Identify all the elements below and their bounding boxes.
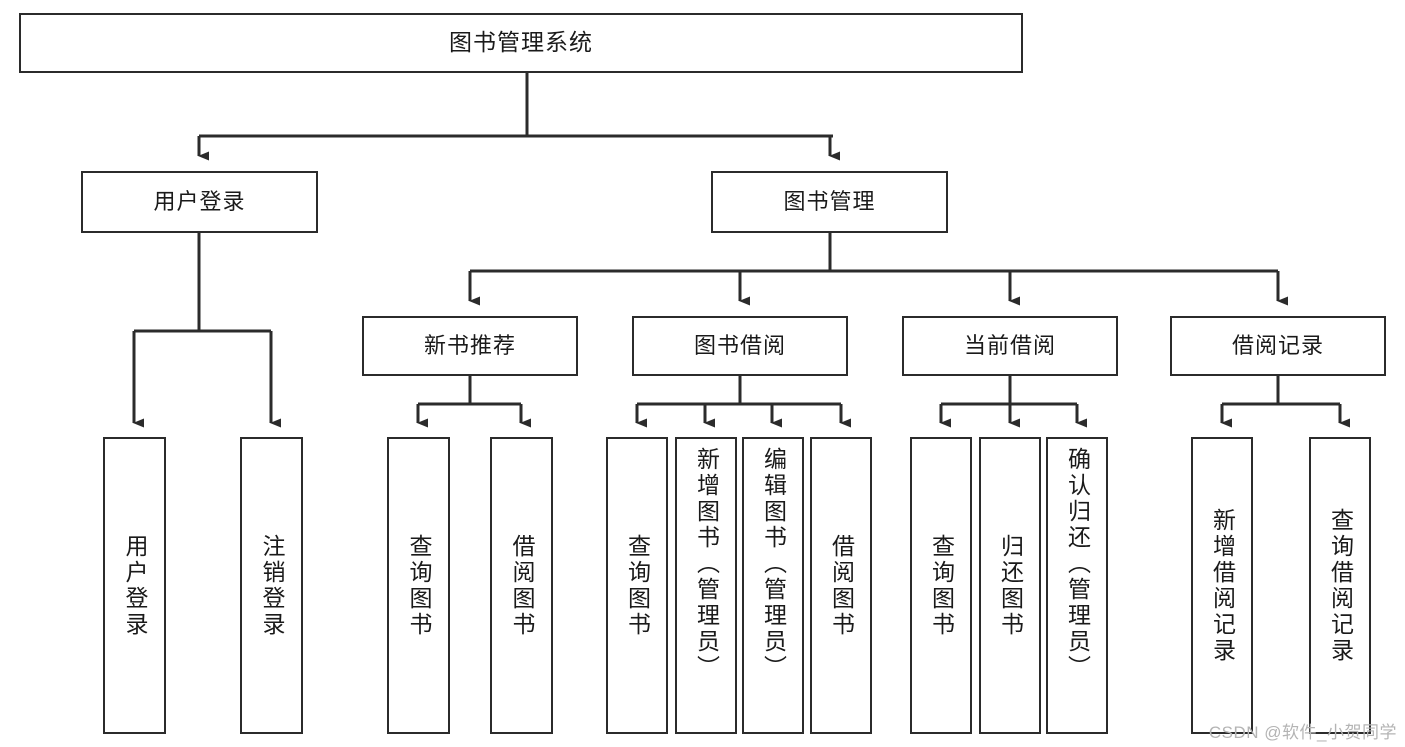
leaf-node-user-logout-label: 注销登录 [259,533,285,638]
leaf-node-borrow-book-1[interactable]: 借阅图书 [490,437,553,734]
leaf-node-add-book-admin[interactable]: 新增图书（管理员） [675,437,737,734]
node-new-book-recommend[interactable]: 新书推荐 [362,316,578,376]
node-book-manage[interactable]: 图书管理 [711,171,948,233]
edge-newbook-to-leaves [416,376,531,428]
leaf-node-query-borrow-record[interactable]: 查询借阅记录 [1309,437,1371,734]
leaf-node-add-borrow-record[interactable]: 新增借阅记录 [1191,437,1253,734]
leaf-node-query-borrow-record-label: 查询借阅记录 [1327,507,1354,664]
leaf-node-query-book-2[interactable]: 查询图书 [606,437,668,734]
leaf-node-borrow-book-2-label: 借阅图书 [828,533,855,638]
leaf-node-edit-book-admin[interactable]: 编辑图书（管理员） [742,437,804,734]
edge-currentborrow-to-leaves [939,376,1087,428]
node-borrow-record-label: 借阅记录 [1231,333,1324,359]
leaf-node-query-book-3-label: 查询图书 [928,533,955,638]
leaf-node-query-book-3[interactable]: 查询图书 [910,437,972,734]
watermark-text: CSDN @软件_小贺同学 [1208,723,1397,742]
leaf-node-user-logout[interactable]: 注销登录 [240,437,303,734]
leaf-node-add-book-admin-label: 新增图书（管理员） [693,447,720,681]
node-user-login[interactable]: 用户登录 [81,171,318,233]
node-user-login-label: 用户登录 [153,189,246,215]
leaf-node-borrow-book-1-label: 借阅图书 [509,533,535,638]
edge-bookborrow-to-leaves [635,376,851,428]
leaf-node-edit-book-admin-label: 编辑图书（管理员） [760,447,787,681]
edge-bookmanage-to-level3 [468,233,1288,306]
leaf-node-user-login-label: 用户登录 [122,533,148,638]
leaf-node-query-book-1-label: 查询图书 [406,533,432,638]
node-book-borrow[interactable]: 图书借阅 [632,316,848,376]
node-current-borrow[interactable]: 当前借阅 [902,316,1118,376]
node-root-system-label: 图书管理系统 [449,29,593,56]
node-current-borrow-label: 当前借阅 [963,333,1056,359]
leaf-node-query-book-2-label: 查询图书 [624,533,651,638]
node-book-borrow-label: 图书借阅 [693,333,786,359]
node-borrow-record[interactable]: 借阅记录 [1170,316,1386,376]
edge-borrowrecord-to-leaves [1220,376,1350,428]
leaf-node-return-book-label: 归还图书 [997,533,1024,638]
leaf-node-return-book[interactable]: 归还图书 [979,437,1041,734]
leaf-node-confirm-return-admin[interactable]: 确认归还（管理员） [1046,437,1108,734]
leaf-node-borrow-book-2[interactable]: 借阅图书 [810,437,872,734]
leaf-node-query-book-1[interactable]: 查询图书 [387,437,450,734]
node-new-book-recommend-label: 新书推荐 [423,333,516,359]
leaf-node-user-login[interactable]: 用户登录 [103,437,166,734]
node-root-system[interactable]: 图书管理系统 [19,13,1023,73]
node-book-manage-label: 图书管理 [783,189,876,215]
edge-root-to-level2 [197,73,840,161]
leaf-node-add-borrow-record-label: 新增借阅记录 [1209,507,1236,664]
edge-userlogin-to-leaves [132,233,281,428]
leaf-node-confirm-return-admin-label: 确认归还（管理员） [1064,447,1091,681]
